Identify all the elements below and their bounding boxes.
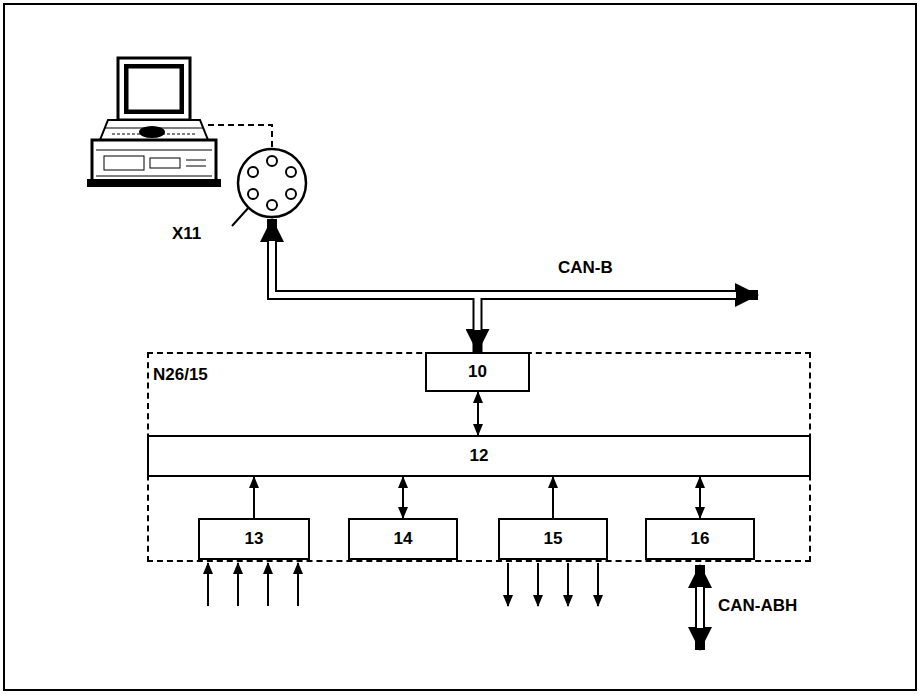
module-box: 15 <box>498 518 608 560</box>
can-bus-connector <box>272 219 478 352</box>
component-number: 14 <box>394 530 413 549</box>
signal-arrow <box>477 392 479 435</box>
input-arrow <box>237 563 239 606</box>
component-number: 12 <box>470 447 489 466</box>
control-unit-housing: N26/15 10 12 13 14 15 16 <box>147 352 811 562</box>
leader-line <box>232 206 250 226</box>
component-number: 10 <box>468 363 487 382</box>
bus-line-inner <box>697 587 703 628</box>
bus-line-inner <box>272 241 478 330</box>
signal-arrow <box>699 477 701 518</box>
output-arrow <box>507 563 509 606</box>
output-arrow <box>567 563 569 606</box>
component-number: 15 <box>544 530 563 549</box>
diagnosis-cable <box>208 125 272 147</box>
signal-arrow <box>402 477 404 518</box>
signal-arrow <box>253 477 255 518</box>
connector-label: X11 <box>172 225 201 244</box>
output-arrow <box>537 563 539 606</box>
component-number: 16 <box>691 530 710 549</box>
output-arrow <box>597 563 599 606</box>
module-box: 16 <box>645 518 755 560</box>
input-arrow <box>297 563 299 606</box>
component-number: 13 <box>245 530 264 549</box>
module-box: 14 <box>348 518 458 560</box>
diagnosis-tester <box>88 58 220 186</box>
bus-line <box>478 290 758 300</box>
socket-outline <box>236 147 308 219</box>
diagnostic-socket: X11 <box>236 147 308 219</box>
bus-name: CAN-ABH <box>716 596 799 616</box>
module-box: 13 <box>198 518 310 560</box>
bus-line-inner <box>478 292 736 298</box>
module-bar: 12 <box>147 435 811 477</box>
module-box: 10 <box>425 352 530 392</box>
input-arrow <box>207 563 209 606</box>
signal-arrow <box>552 477 554 518</box>
bus-name: CAN-B <box>556 258 615 278</box>
input-arrow <box>267 563 269 606</box>
bus-line <box>695 565 705 650</box>
component-number: N26/15 <box>153 366 208 385</box>
